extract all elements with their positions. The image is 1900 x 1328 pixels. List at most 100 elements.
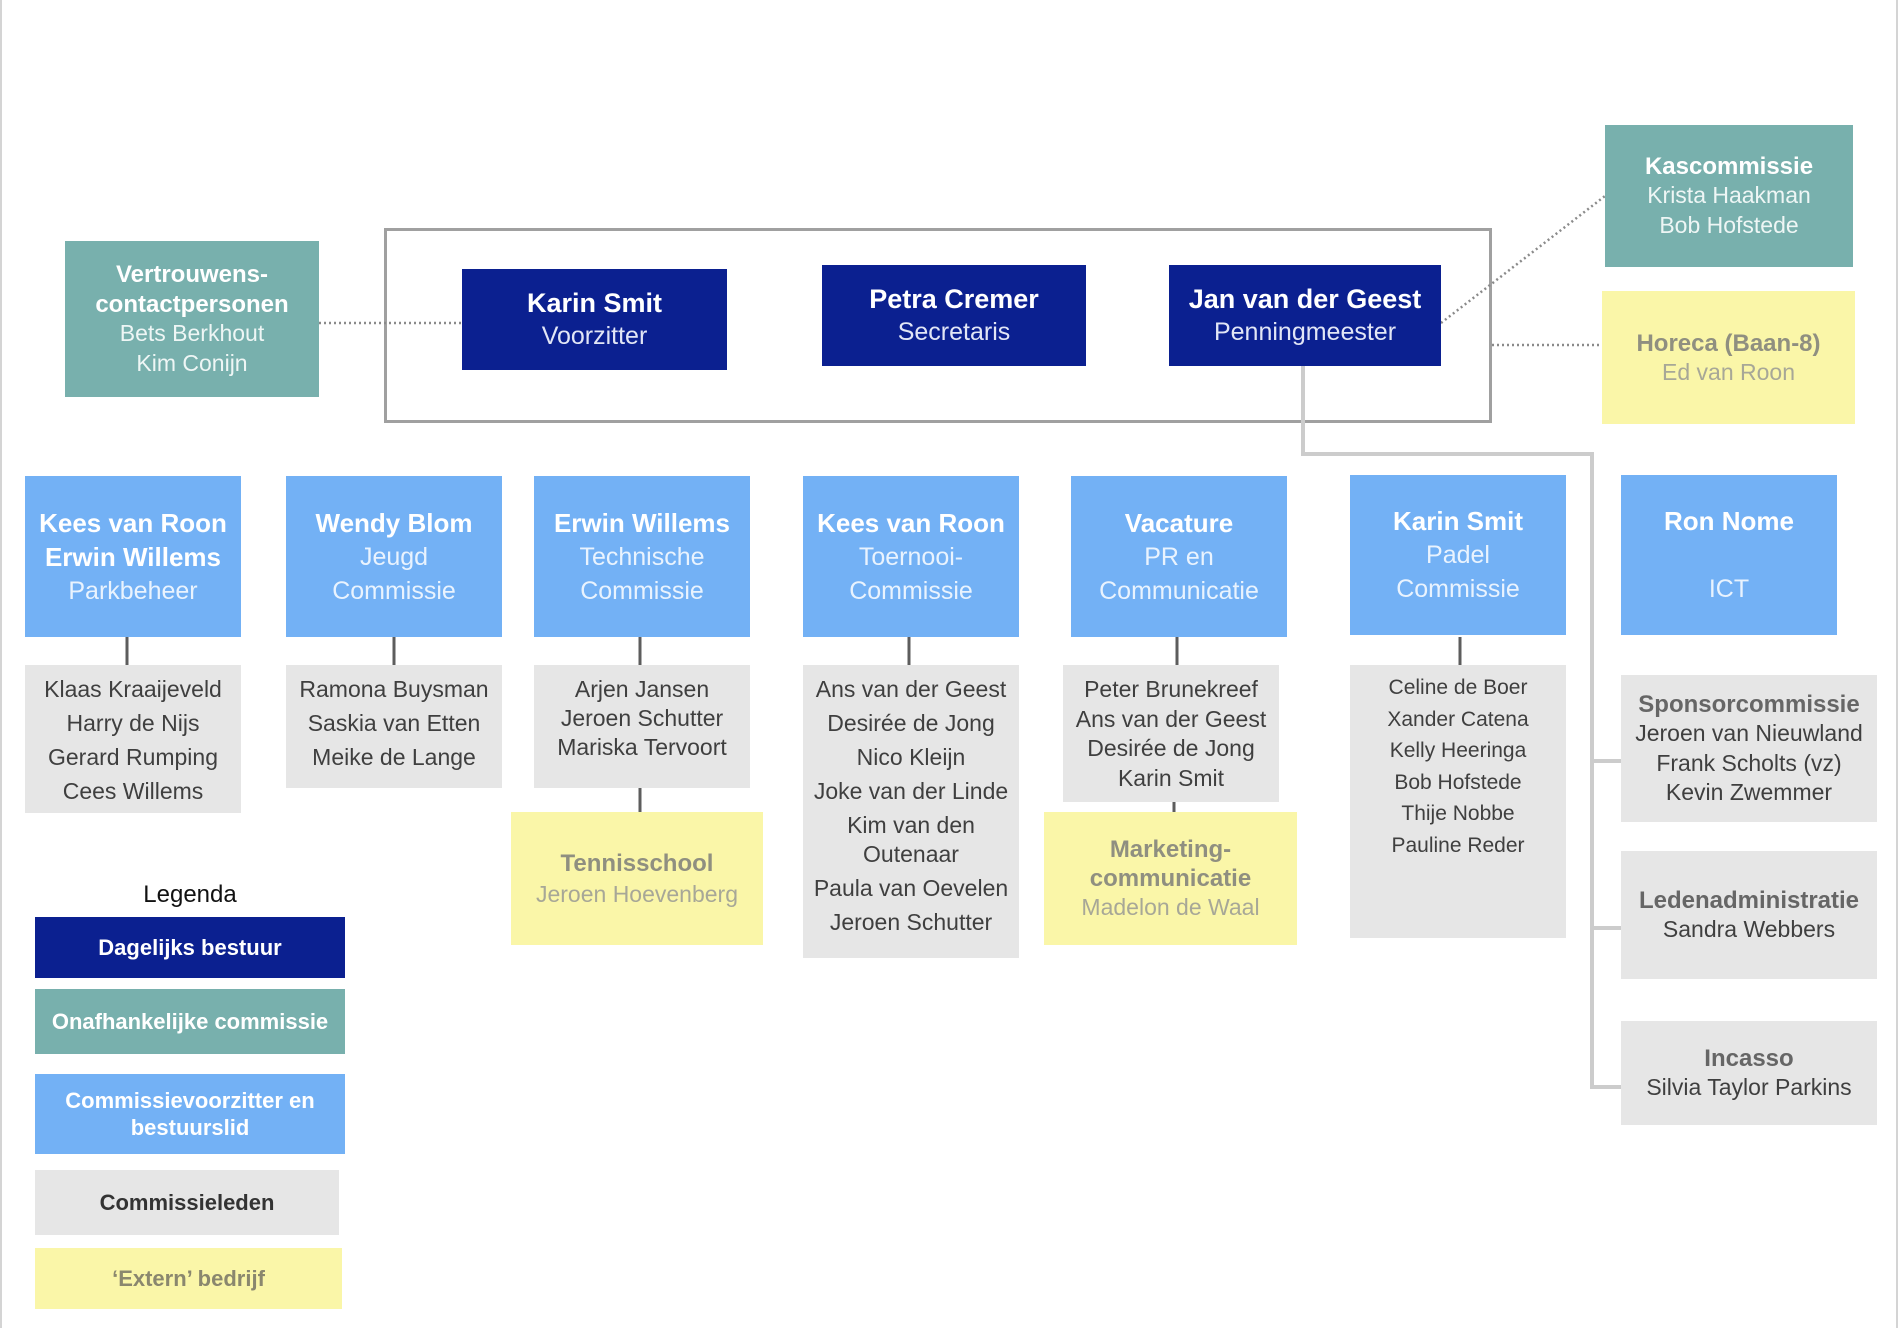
youth-members-box: Ramona Buysman Saskia van Etten Meike de… <box>286 665 502 788</box>
committee-member: Gerard Rumping <box>47 744 219 770</box>
members-administration-box: Ledenadministratie Sandra Webbers <box>1621 851 1877 979</box>
committee-name: ICT <box>1708 575 1750 603</box>
committee-name: Jeugd <box>359 542 429 571</box>
staff-group-member: Sandra Webbers <box>1662 916 1836 942</box>
committee-chair: Erwin Willems <box>553 507 731 538</box>
committee-member: Ramona Buysman <box>299 676 489 702</box>
committee-name: Toernooi- <box>858 542 964 571</box>
marketing-communication-box: Marketing- communicatie Madelon de Waal <box>1044 812 1297 945</box>
committee-tournament-box: Kees van Roon Toernooi- Commissie <box>803 476 1019 637</box>
committee-member: Paula van Oevelen <box>813 875 1009 901</box>
legend-item-independent-committee: Onafhankelijke commissie <box>35 989 345 1054</box>
committee-chair: Kees van Roon <box>817 507 1005 538</box>
board-member-role: Voorzitter <box>541 321 648 350</box>
staff-group-member: Frank Scholts (vz) <box>1656 749 1842 776</box>
committee-park-maintenance-box: Kees van Roon Erwin Willems Parkbeheer <box>25 476 241 637</box>
committee-name: Technische <box>579 542 705 571</box>
board-member-chair-box: Karin Smit Voorzitter <box>462 269 727 370</box>
tournament-members-box: Ans van der Geest Desirée de Jong Nico K… <box>803 665 1019 958</box>
external-company-title: Marketing- <box>1109 836 1232 863</box>
committee-chair: Erwin Willems <box>44 541 222 572</box>
legend-item-daily-board: Dagelijks bestuur <box>35 917 345 978</box>
legend-label: Commissieleden <box>99 1190 275 1215</box>
committee-name: Commissie <box>580 576 704 605</box>
committee-name: PR en <box>1144 542 1214 571</box>
committee-padel-box: Karin Smit Padel Commissie <box>1350 475 1566 635</box>
park-maintenance-members-box: Klaas Kraaijeveld Harry de Nijs Gerard R… <box>25 665 241 813</box>
external-company-contact: Madelon de Waal <box>1081 894 1260 920</box>
committee-name: Commissie <box>332 576 456 605</box>
board-member-name: Jan van der Geest <box>1188 283 1422 314</box>
collection-box: Incasso Silvia Taylor Parkins <box>1621 1021 1877 1125</box>
trust-persons-title: Vertrouwens- <box>115 261 269 288</box>
board-member-secretary-box: Petra Cremer Secretaris <box>822 265 1086 366</box>
committee-youth-box: Wendy Blom Jeugd Commissie <box>286 476 502 637</box>
committee-ict-box: Ron Nome ICT <box>1621 475 1837 635</box>
committee-member: Ans van der Geest <box>1075 705 1267 732</box>
legend-item-committee-chair: Commissievoorzitter en bestuurslid <box>35 1074 345 1154</box>
committee-chair: Ron Nome <box>1664 506 1794 536</box>
legend-label: Dagelijks bestuur <box>98 935 282 960</box>
legend-label: Commissievoorzitter en bestuurslid <box>65 1088 315 1140</box>
committee-member: Celine de Boer <box>1388 676 1528 699</box>
committee-chair: Vacature <box>1124 507 1234 538</box>
trust-person-name: Bets Berkhout <box>119 320 265 346</box>
legend-item-external-company: ‘Extern’ bedrijf <box>35 1248 342 1309</box>
committee-name: Padel <box>1426 541 1490 569</box>
audit-committee-box: Kascommissie Krista Haakman Bob Hofstede <box>1605 125 1853 267</box>
committee-member: Kelly Heeringa <box>1389 739 1527 762</box>
committee-chair: Karin Smit <box>1392 506 1524 536</box>
committee-member: Saskia van Etten <box>307 710 481 736</box>
staff-group-title: Incasso <box>1704 1045 1794 1072</box>
committee-member: Mariska Tervoort <box>557 734 727 760</box>
committee-member: Meike de Lange <box>312 744 476 770</box>
audit-committee-title: Kascommissie <box>1644 152 1814 180</box>
catering-contact: Ed van Roon <box>1662 358 1795 385</box>
committee-member: Ans van der Geest <box>815 676 1007 702</box>
staff-group-title: Ledenadministratie <box>1638 887 1860 914</box>
committee-member: Jeroen Schutter <box>829 909 993 935</box>
committee-name: Communicatie <box>1099 576 1259 605</box>
committee-name: Commissie <box>1396 575 1520 603</box>
committee-technical-box: Erwin Willems Technische Commissie <box>534 476 750 637</box>
committee-member: Harry de Nijs <box>66 710 200 736</box>
audit-committee-member: Bob Hofstede <box>1659 211 1799 238</box>
committee-chair: Wendy Blom <box>315 507 473 538</box>
trust-persons-box: Vertrouwens- contactpersonen Bets Berkho… <box>65 241 319 397</box>
trust-persons-title: contactpersonen <box>95 290 289 318</box>
committee-member: Nico Kleijn <box>856 744 966 770</box>
committee-name: Parkbeheer <box>68 576 198 605</box>
committee-member: Pauline Reder <box>1391 833 1525 857</box>
committee-member: Jeroen Schutter <box>560 705 724 731</box>
external-company-title: Tennisschool <box>560 849 714 877</box>
committee-member: Klaas Kraaijeveld <box>44 676 222 702</box>
committee-name: Commissie <box>849 576 973 605</box>
committee-member: Karin Smit <box>1117 764 1225 791</box>
committee-member: Thije Nobbe <box>1401 802 1515 825</box>
committee-member: Kim van den Outenaar <box>847 812 975 867</box>
tennis-school-box: Tennisschool Jeroen Hoevenberg <box>511 812 763 945</box>
committee-member: Desirée de Jong <box>827 710 995 736</box>
committee-member: Peter Brunekreef <box>1084 676 1258 702</box>
committee-member: Xander Catena <box>1387 707 1529 731</box>
board-member-role: Penningmeester <box>1213 317 1397 346</box>
trust-person-name: Kim Conijn <box>136 349 248 376</box>
external-company-title: communicatie <box>1089 865 1252 892</box>
legend-item-committee-members: Commissieleden <box>35 1170 339 1235</box>
committee-member: Desirée de Jong <box>1087 735 1255 761</box>
catering-title: Horeca (Baan-8) <box>1636 329 1821 357</box>
legend-label: ‘Extern’ bedrijf <box>112 1266 265 1291</box>
legend-label: Onafhankelijke commissie <box>51 1009 329 1034</box>
catering-box: Horeca (Baan-8) Ed van Roon <box>1602 291 1855 424</box>
legend-title: Legenda <box>143 881 237 908</box>
committee-chair: Kees van Roon <box>39 507 227 538</box>
padel-members-box: Celine de Boer Xander Catena Kelly Heeri… <box>1350 665 1566 938</box>
board-member-treasurer-box: Jan van der Geest Penningmeester <box>1169 265 1441 366</box>
daily-board-group-frame <box>384 228 1492 423</box>
committee-member: Joke van der Linde <box>813 778 1009 804</box>
external-company-contact: Jeroen Hoevenberg <box>535 880 739 907</box>
staff-group-member: Jeroen van Nieuwland <box>1635 720 1863 746</box>
board-member-name: Karin Smit <box>526 287 663 318</box>
committee-member: Arjen Jansen <box>574 676 710 702</box>
